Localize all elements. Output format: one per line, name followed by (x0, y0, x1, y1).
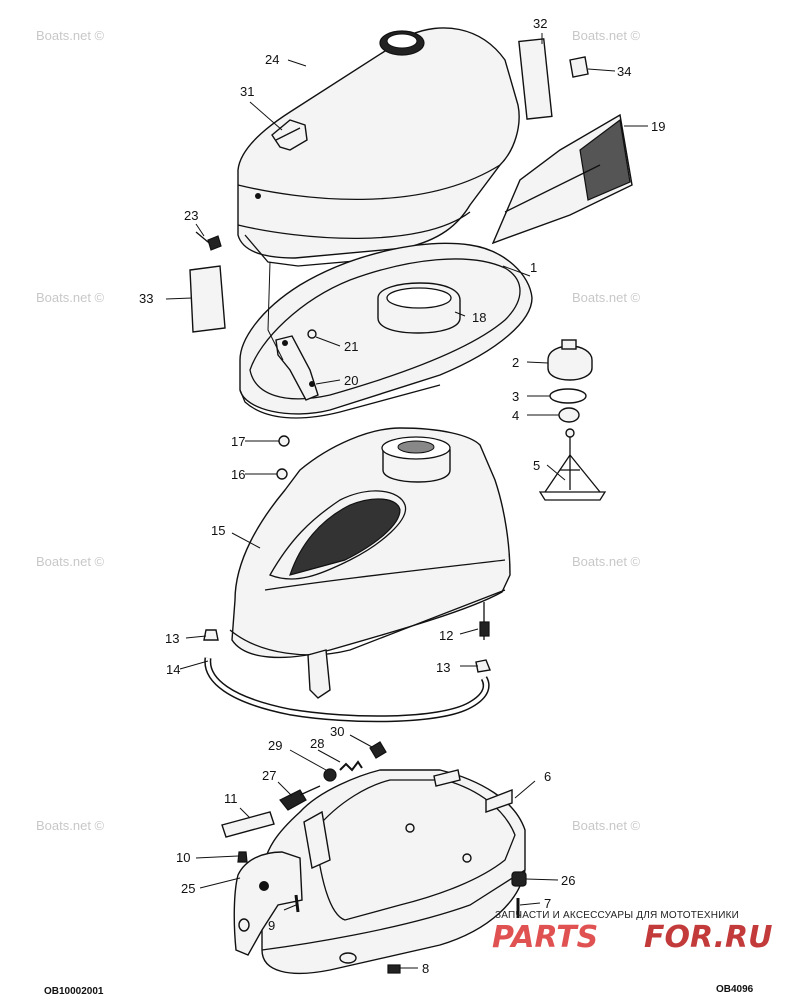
fitting-part-16 (276, 468, 288, 480)
callout-label: 27 (262, 768, 276, 783)
emblem-part-31 (271, 119, 308, 151)
watermark: Boats.net © (36, 554, 105, 569)
watermark: Boats.net © (572, 28, 641, 43)
decal-part-32 (518, 38, 553, 120)
callout-label: 14 (166, 662, 180, 677)
callout-label: 13 (436, 660, 450, 675)
hose-part-14 (205, 657, 489, 721)
callout-label: 10 (176, 850, 190, 865)
filler-cap-part-2 (547, 339, 593, 381)
fuel-tank-part-15 (229, 427, 511, 659)
watermark: Boats.net © (572, 290, 641, 305)
spring-part-28 (339, 760, 363, 772)
decal-part-34 (569, 56, 589, 78)
callout-label: 5 (533, 458, 540, 473)
callout-label: 7 (544, 896, 551, 911)
decal-part-33 (189, 265, 226, 333)
callout-label: 31 (240, 84, 254, 99)
side-panel-part-19 (491, 113, 633, 245)
drawing-code-left: OB10002001 (44, 986, 104, 997)
lower-cover-part-6 (261, 769, 526, 975)
watermark: Boats.net © (36, 28, 105, 43)
callout-label: 29 (268, 738, 282, 753)
bracket-part-20 (275, 335, 319, 401)
tank-bracket (307, 649, 331, 699)
callout-label: 30 (330, 724, 344, 739)
callout-label: 33 (139, 291, 153, 306)
callout-label: 15 (211, 523, 225, 538)
watermark: Boats.net © (572, 818, 641, 833)
decal-part-11 (221, 811, 275, 838)
washer-part-29 (323, 768, 337, 782)
callout-label: 23 (184, 208, 198, 223)
callout-label: 3 (512, 389, 519, 404)
clamp-part-13 (203, 629, 219, 641)
callout-label: 12 (439, 628, 453, 643)
callout-label: 24 (265, 52, 279, 67)
o-ring-part-3 (549, 388, 587, 404)
callout-label: 18 (472, 310, 486, 325)
callout-label: 16 (231, 467, 245, 482)
screw-part-9 (294, 894, 300, 913)
brand-logo-text: FOR.RU (644, 920, 773, 955)
callout-label: 21 (344, 339, 358, 354)
callout-label: 1 (530, 260, 537, 275)
callout-label: 6 (544, 769, 551, 784)
screw-part-23 (195, 231, 222, 251)
valve-part-12 (479, 602, 490, 640)
callout-label: 32 (533, 16, 547, 31)
callout-label: 34 (617, 64, 631, 79)
callout-label: 4 (512, 408, 519, 423)
screw-part-27 (279, 785, 321, 811)
drawing-code-right: OB4096 (716, 984, 754, 995)
callout-label: 20 (344, 373, 358, 388)
brand-tagline: ЗАПЧАСТИ И АКСЕССУАРЫ ДЛЯ МОТОТЕХНИКИ (495, 910, 740, 921)
upper-cover-part-24 (237, 27, 520, 267)
callout-label: 17 (231, 434, 245, 449)
washer-part-17 (278, 435, 290, 447)
watermark: Boats.net © (36, 290, 105, 305)
callout-labels: 1 2 3 4 5 6 7 8 9 10 11 12 13 13 14 15 1… (139, 16, 665, 976)
seal-tray-part-1 (239, 242, 533, 419)
callout-label: 26 (561, 873, 575, 888)
callout-label: 25 (181, 881, 195, 896)
callout-label: 2 (512, 355, 519, 370)
guide-line (267, 261, 284, 361)
callout-leaders (165, 33, 648, 969)
callout-label: 9 (268, 918, 275, 933)
knob-part-26 (511, 871, 527, 887)
callout-label: 28 (310, 736, 324, 751)
strainer-part-5 (538, 428, 607, 501)
watermark: Boats.net © (36, 818, 105, 833)
washer-part-21 (307, 329, 317, 339)
callout-label: 8 (422, 961, 429, 976)
callout-label: 19 (651, 119, 665, 134)
bracket-part-25 (233, 810, 331, 956)
clamp-part-13 (475, 659, 491, 673)
clip-part-10 (237, 851, 248, 863)
watermark: Boats.net © (572, 554, 641, 569)
nut-part-30 (369, 741, 387, 759)
brand-logo-text: PARTS (492, 920, 599, 955)
callout-label: 11 (224, 791, 238, 806)
callout-label: 13 (165, 631, 179, 646)
clip-part-8 (387, 964, 401, 974)
seal-part-4 (558, 407, 580, 423)
